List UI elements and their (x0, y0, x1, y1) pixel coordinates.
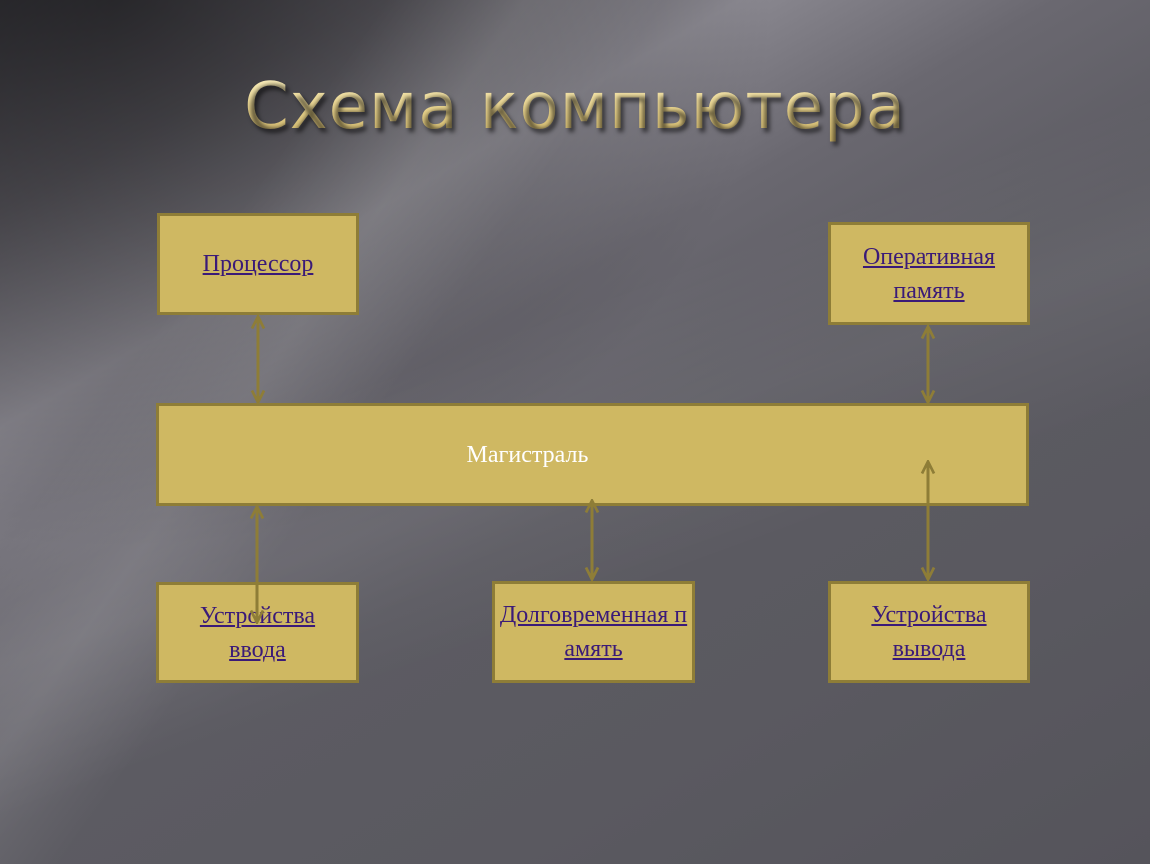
input-devices-box: Устройства ввода (156, 582, 359, 683)
bus-label: Магистраль (466, 441, 589, 468)
slide-title: Схема компьютера (0, 70, 1150, 144)
processor-box: Процессор (157, 213, 359, 315)
storage-box: Долговременная память (492, 581, 695, 683)
output-devices-box: Устройства вывода (828, 581, 1030, 683)
storage-link[interactable]: Долговременная память (499, 602, 688, 662)
processor-link[interactable]: Процессор (202, 251, 314, 277)
output-devices-link[interactable]: Устройства вывода (871, 602, 987, 662)
ram-box: Оперативная память (828, 222, 1030, 325)
ram-link[interactable]: Оперативная память (862, 243, 996, 304)
